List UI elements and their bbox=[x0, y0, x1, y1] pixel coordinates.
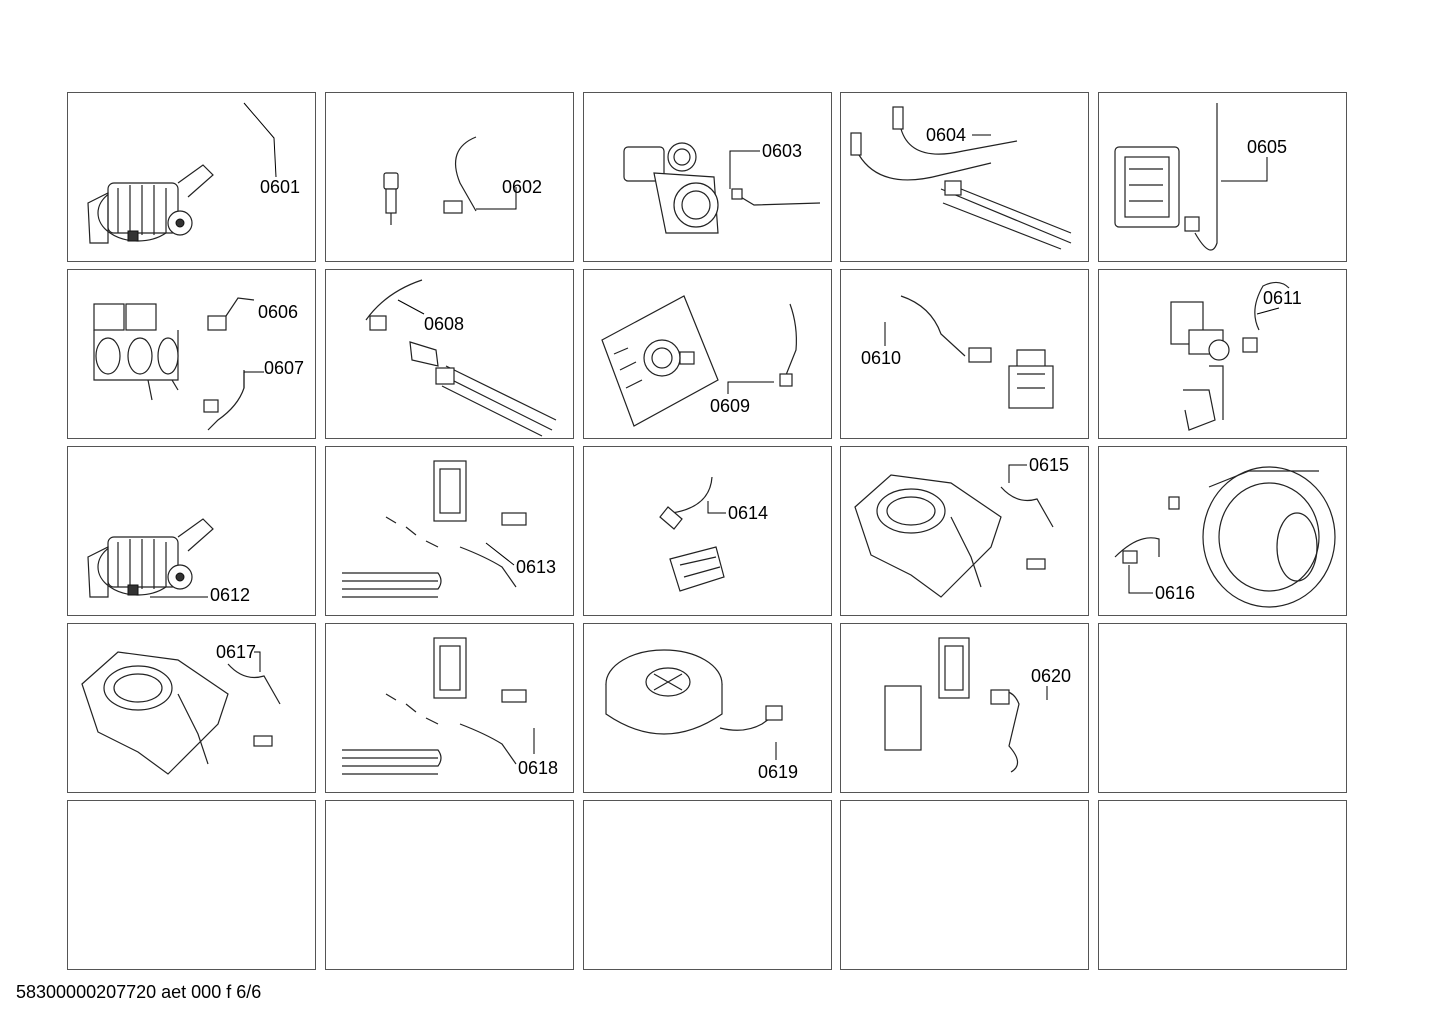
part-cell-0615: 0615 bbox=[840, 446, 1089, 616]
part-number-label: 0604 bbox=[926, 125, 967, 145]
sensor-harness-icon bbox=[383, 136, 517, 225]
drum-housing-icon bbox=[1114, 466, 1336, 608]
part-number-label: 0610 bbox=[861, 348, 902, 368]
part-number-label: 0613 bbox=[516, 557, 557, 577]
part-number-label: 0603 bbox=[762, 141, 803, 161]
empty-cell bbox=[1098, 800, 1347, 970]
empty-cell bbox=[1098, 623, 1347, 793]
heater-kit-icon bbox=[342, 460, 527, 598]
empty-cell bbox=[840, 800, 1089, 970]
part-cell-0611: 0611 bbox=[1098, 269, 1347, 439]
part-number-label: 0619 bbox=[758, 762, 799, 782]
tub-frame-icon bbox=[81, 651, 281, 775]
part-cell-0620: 0620 bbox=[840, 623, 1089, 793]
part-cell-0608: 0608 bbox=[325, 269, 574, 439]
empty-cell bbox=[325, 800, 574, 970]
valve-block-icon bbox=[93, 297, 264, 431]
part-number-label: 0614 bbox=[728, 503, 769, 523]
part-cell-0603: 0603 bbox=[583, 92, 832, 262]
part-number-label: 0615 bbox=[1029, 455, 1070, 475]
part-cell-0604: 0604 bbox=[840, 92, 1089, 262]
empty-cell bbox=[67, 800, 316, 970]
part-cell-0601: 0601 bbox=[67, 92, 316, 262]
part-cell-0616: 0616 bbox=[1098, 446, 1347, 616]
solenoid-valve-icon bbox=[1170, 281, 1290, 431]
circuit-board-icon bbox=[601, 295, 797, 427]
part-number-label: 0606 bbox=[258, 302, 299, 322]
part-number-label: 0618 bbox=[518, 758, 559, 778]
pump-motor-icon bbox=[87, 102, 277, 244]
module-harness-icon bbox=[884, 637, 1048, 773]
connector-harness-icon bbox=[659, 476, 726, 592]
part-number-label: 0607 bbox=[264, 358, 305, 378]
part-cell-0609: 0609 bbox=[583, 269, 832, 439]
lock-actuator-icon bbox=[884, 295, 1054, 409]
heater-element-icon bbox=[365, 279, 557, 437]
tub-frame-icon bbox=[854, 464, 1054, 598]
part-cell-0610: 0610 bbox=[840, 269, 1089, 439]
part-number-label: 0608 bbox=[424, 314, 465, 334]
part-number-label: 0605 bbox=[1247, 137, 1288, 157]
part-cell-0617: 0617 bbox=[67, 623, 316, 793]
document-footer: 58300000207720 aet 000 f 6/6 bbox=[16, 982, 262, 1002]
part-number-label: 0611 bbox=[1263, 288, 1302, 308]
part-cell-0614: 0614 bbox=[583, 446, 832, 616]
part-cell-0612: 0612 bbox=[67, 446, 316, 616]
part-number-label: 0617 bbox=[216, 642, 257, 662]
part-number-label: 0612 bbox=[210, 585, 251, 605]
part-number-label: 0609 bbox=[710, 396, 751, 416]
drain-pump-icon bbox=[623, 142, 821, 234]
heater-kit-icon bbox=[342, 637, 535, 775]
part-cell-0602: 0602 bbox=[325, 92, 574, 262]
part-number-label: 0616 bbox=[1155, 583, 1196, 603]
part-number-label: 0602 bbox=[502, 177, 543, 197]
part-cell-0606: 0606 0607 bbox=[67, 269, 316, 439]
part-cell-0605: 0605 bbox=[1098, 92, 1347, 262]
pump-motor-icon bbox=[87, 518, 214, 598]
part-cell-0618: 0618 bbox=[325, 623, 574, 793]
control-module-icon bbox=[1114, 103, 1268, 251]
part-cell-0619: 0619 bbox=[583, 623, 832, 793]
heater-wiring-icon bbox=[850, 106, 1072, 250]
part-number-label: 0620 bbox=[1031, 666, 1072, 686]
fan-housing-icon bbox=[605, 649, 783, 760]
part-cell-0613: 0613 bbox=[325, 446, 574, 616]
empty-cell bbox=[583, 800, 832, 970]
part-number-label: 0601 bbox=[260, 177, 301, 197]
